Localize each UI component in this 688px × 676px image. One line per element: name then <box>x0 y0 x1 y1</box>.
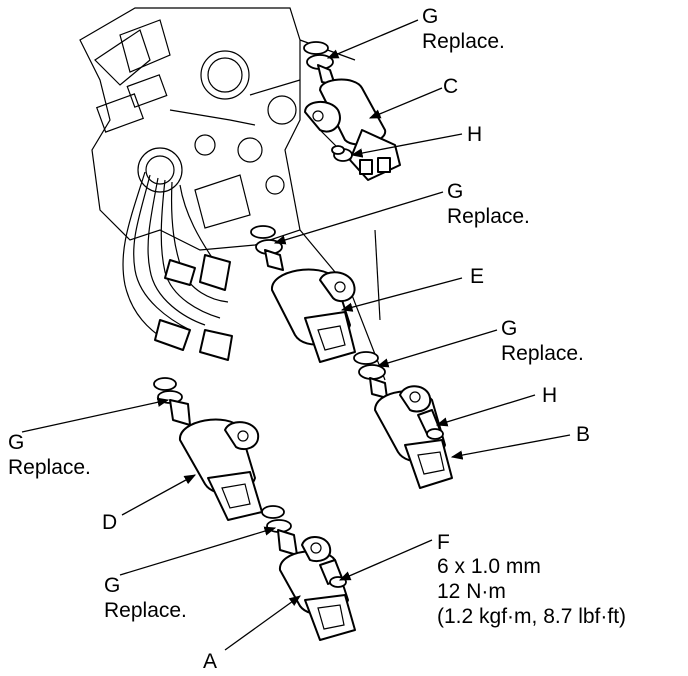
label-replace-top: Replace. <box>422 30 505 53</box>
leader-b <box>450 434 571 460</box>
label-f-size: 6 x 1.0 mm <box>437 555 541 578</box>
leader-d <box>121 474 197 516</box>
label-a: A <box>203 650 218 673</box>
label-g-mid: G <box>447 180 464 203</box>
leader-f <box>338 539 433 581</box>
leader-g-top <box>326 19 419 59</box>
label-h-top: H <box>467 123 483 146</box>
label-replace-right: Replace. <box>501 342 584 365</box>
solenoid-e <box>250 225 356 363</box>
leader-lines <box>21 19 571 651</box>
label-f-torque-alt: (1.2 kgf·m, 8.7 lbf·ft) <box>437 605 627 628</box>
leader-e <box>340 277 463 312</box>
wire-harness <box>122 171 233 361</box>
solenoid-a <box>261 505 356 641</box>
label-replace-left: Replace. <box>8 456 91 479</box>
solenoid-b <box>353 351 453 489</box>
leader-g-left <box>21 397 170 433</box>
leader-g-bottom <box>119 526 277 576</box>
leader-a <box>224 595 301 651</box>
leader-c <box>368 87 443 119</box>
label-g-bottom: G <box>104 574 121 597</box>
label-c: C <box>443 75 459 98</box>
leader-h-right <box>435 394 536 427</box>
label-replace-mid: Replace. <box>447 205 530 228</box>
label-b: B <box>576 423 591 446</box>
label-g-left: G <box>8 431 25 454</box>
label-g-right: G <box>501 317 518 340</box>
solenoid-c <box>303 41 401 181</box>
label-g-top: G <box>422 5 439 28</box>
label-f: F <box>437 531 450 554</box>
label-e: E <box>470 265 485 288</box>
label-f-torque: 12 N·m <box>437 580 506 603</box>
label-h-right: H <box>542 384 558 407</box>
leader-g-mid <box>273 191 444 245</box>
solenoid-d <box>153 377 263 521</box>
leader-g-right <box>376 329 498 368</box>
label-d: D <box>102 511 118 534</box>
label-replace-bottom: Replace. <box>104 599 187 622</box>
leader-h-top <box>350 133 463 158</box>
